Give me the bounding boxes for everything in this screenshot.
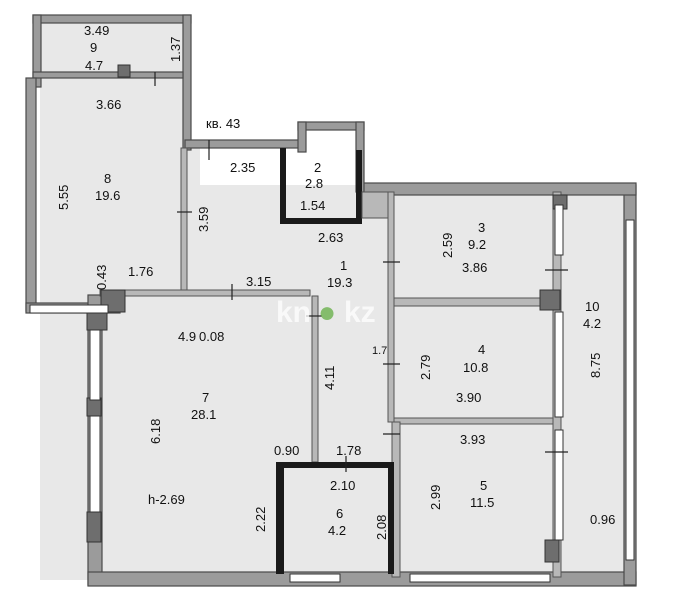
room8-dim-c: 0.43 xyxy=(94,265,109,290)
room2-dim-w: 2.35 xyxy=(230,160,255,175)
room3-dim-h: 2.59 xyxy=(440,233,455,258)
room2-area: 2.8 xyxy=(305,176,323,191)
room5-number: 5 xyxy=(480,478,487,493)
room7-dim-top: 4.9 xyxy=(178,329,196,344)
room4-dim-w: 3.90 xyxy=(456,390,481,405)
room8-dim-w: 3.66 xyxy=(96,97,121,112)
room10-dim-h: 8.75 xyxy=(588,353,603,378)
room3-dim-w: 3.86 xyxy=(462,260,487,275)
room2-dim-h: 1.54 xyxy=(300,198,325,213)
room6-dim-h2: 2.22 xyxy=(253,507,268,532)
room7-area: 28.1 xyxy=(191,407,216,422)
room10-dim-w: 0.96 xyxy=(590,512,615,527)
room10-number: 10 xyxy=(585,299,599,314)
room9-dim-w: 3.49 xyxy=(84,23,109,38)
room9-dim-h: 1.37 xyxy=(168,37,183,62)
room4-number: 4 xyxy=(478,342,485,357)
room8-dim-h: 5.55 xyxy=(56,185,71,210)
room1-number: 1 xyxy=(340,258,347,273)
room1-dim-a: 3.59 xyxy=(196,207,211,232)
room4-area: 10.8 xyxy=(463,360,488,375)
room6-number: 6 xyxy=(336,506,343,521)
room1-area: 19.3 xyxy=(327,275,352,290)
apartment-label: кв. 43 xyxy=(206,116,240,131)
room6-dim-h: 2.08 xyxy=(374,515,389,540)
room9-number: 9 xyxy=(90,40,97,55)
room1-dim-b: 2.63 xyxy=(318,230,343,245)
room9-area: 4.7 xyxy=(85,58,103,73)
room5-dim-h: 2.99 xyxy=(428,485,443,510)
room5-dim-a: 1.78 xyxy=(336,443,361,458)
room7-ceiling: h-2.69 xyxy=(148,492,185,507)
room10-area: 4.2 xyxy=(583,316,601,331)
watermark-dot: ● xyxy=(318,296,336,329)
room1-dim-c: 3.15 xyxy=(246,274,271,289)
room8-dim-b: 1.76 xyxy=(128,264,153,279)
corridor-mark: 1.7 xyxy=(372,345,387,357)
room6-area: 4.2 xyxy=(328,523,346,538)
watermark-kn: kn xyxy=(276,296,311,329)
room3-number: 3 xyxy=(478,220,485,235)
room7-dim-c: 0.90 xyxy=(274,443,299,458)
watermark-kz: kz xyxy=(344,296,376,329)
room6-dim-w: 2.10 xyxy=(330,478,355,493)
room8-number: 8 xyxy=(104,171,111,186)
room7-dim-h2: 4.11 xyxy=(322,366,337,390)
room5-area: 11.5 xyxy=(470,495,494,510)
room2-number: 2 xyxy=(314,160,321,175)
room4-dim-h: 2.79 xyxy=(418,355,433,380)
room7-dim-h: 6.18 xyxy=(148,419,163,444)
room5-dim-w: 3.93 xyxy=(460,432,485,447)
room3-area: 9.2 xyxy=(468,237,486,252)
room7-dim-top2: 0.08 xyxy=(199,329,224,344)
room7-number: 7 xyxy=(202,390,209,405)
room8-area: 19.6 xyxy=(95,188,120,203)
